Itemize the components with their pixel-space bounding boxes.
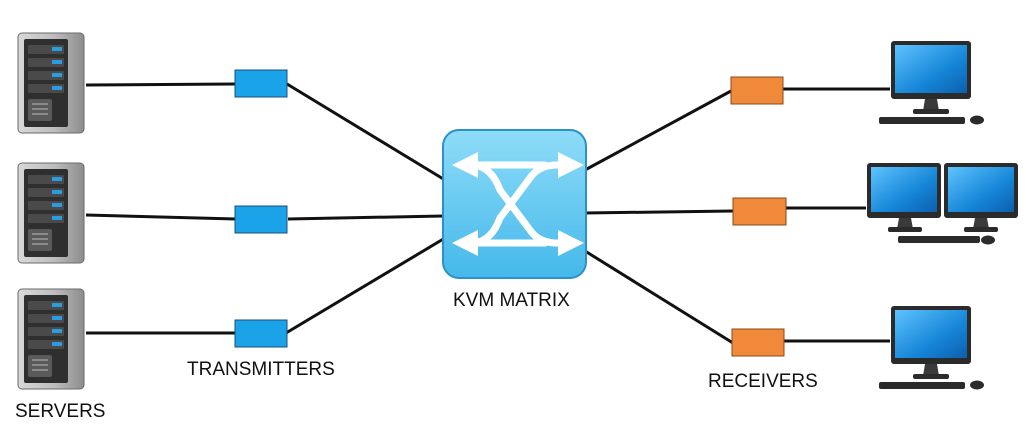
kvm-matrix-label: KVM MATRIX bbox=[453, 290, 570, 311]
single-monitor-computer-icon-1 bbox=[879, 41, 984, 125]
transmitters-label: TRANSMITTERS bbox=[187, 359, 335, 380]
single-monitor-computer-icon-2 bbox=[879, 306, 984, 390]
receiver-box-1 bbox=[730, 76, 784, 105]
kvm-matrix-icon bbox=[442, 129, 587, 279]
server-icon-2 bbox=[17, 162, 85, 264]
transmitter-box-2 bbox=[234, 205, 288, 234]
receiver-box-3 bbox=[731, 328, 785, 357]
connection-lines bbox=[85, 82, 890, 345]
receivers-label: RECEIVERS bbox=[708, 371, 818, 392]
transmitter-box-3 bbox=[234, 319, 288, 348]
receiver-box-2 bbox=[732, 197, 787, 226]
dual-monitor-computer-icon bbox=[867, 163, 1018, 245]
server-icon-3 bbox=[17, 288, 85, 390]
server-icon-1 bbox=[17, 32, 85, 134]
transmitter-box-1 bbox=[234, 69, 288, 98]
servers-label: SERVERS bbox=[15, 401, 105, 422]
